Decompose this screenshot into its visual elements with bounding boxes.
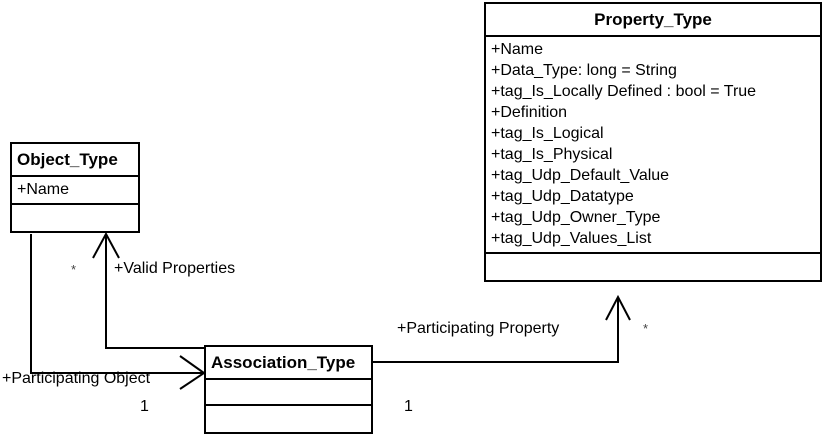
class-object-type-operations: [12, 205, 138, 231]
attribute-row: +Definition: [491, 104, 568, 121]
edge-label-valid-properties: +Valid Properties: [114, 260, 236, 277]
edge-participating-property-arrowhead: [605, 294, 631, 321]
class-object-type-attributes: +Name: [12, 177, 138, 205]
class-association-type[interactable]: Association_Type: [204, 345, 373, 434]
class-association-type-title: Association_Type: [206, 347, 371, 380]
class-property-type[interactable]: Property_Type +Name +Data_Type: long = S…: [484, 2, 822, 282]
edge-valid-properties-line: [105, 234, 204, 349]
attribute-row: +Name: [17, 181, 70, 198]
class-property-type-title: Property_Type: [486, 4, 820, 37]
edge-participating-object-arrowhead: [179, 355, 206, 390]
attribute-row: +tag_Is_Logical: [491, 125, 604, 142]
multiplicity-one-participating-property: 1: [404, 398, 413, 415]
class-object-type[interactable]: Object_Type +Name: [10, 142, 140, 233]
edge-label-participating-property: +Participating Property: [397, 320, 560, 337]
attribute-row: +tag_Udp_Values_List: [491, 230, 652, 247]
attribute-row: +tag_Udp_Datatype: [491, 188, 634, 205]
multiplicity-one-participating-object: 1: [140, 398, 149, 415]
class-property-type-attributes: +Name +Data_Type: long = String +tag_Is_…: [486, 37, 820, 254]
class-association-type-attributes: [206, 380, 371, 406]
class-association-type-operations: [206, 406, 371, 432]
attribute-row: +Name: [491, 41, 544, 58]
attribute-row: +tag_Udp_Owner_Type: [491, 209, 661, 226]
attribute-row: +tag_Udp_Default_Value: [491, 167, 670, 184]
edge-valid-properties-arrowhead: [92, 231, 120, 259]
multiplicity-star-participating-property: *: [643, 321, 649, 336]
edge-participating-object-line: [30, 234, 204, 374]
attribute-row: +tag_Is_Locally Defined : bool = True: [491, 83, 757, 100]
attribute-row: +Data_Type: long = String: [491, 62, 677, 79]
multiplicity-star-valid-properties: *: [71, 262, 77, 277]
class-object-type-title: Object_Type: [12, 144, 138, 177]
edge-label-participating-object: +Participating Object: [2, 370, 151, 387]
attribute-row: +tag_Is_Physical: [491, 146, 613, 163]
class-property-type-operations: [486, 254, 820, 280]
